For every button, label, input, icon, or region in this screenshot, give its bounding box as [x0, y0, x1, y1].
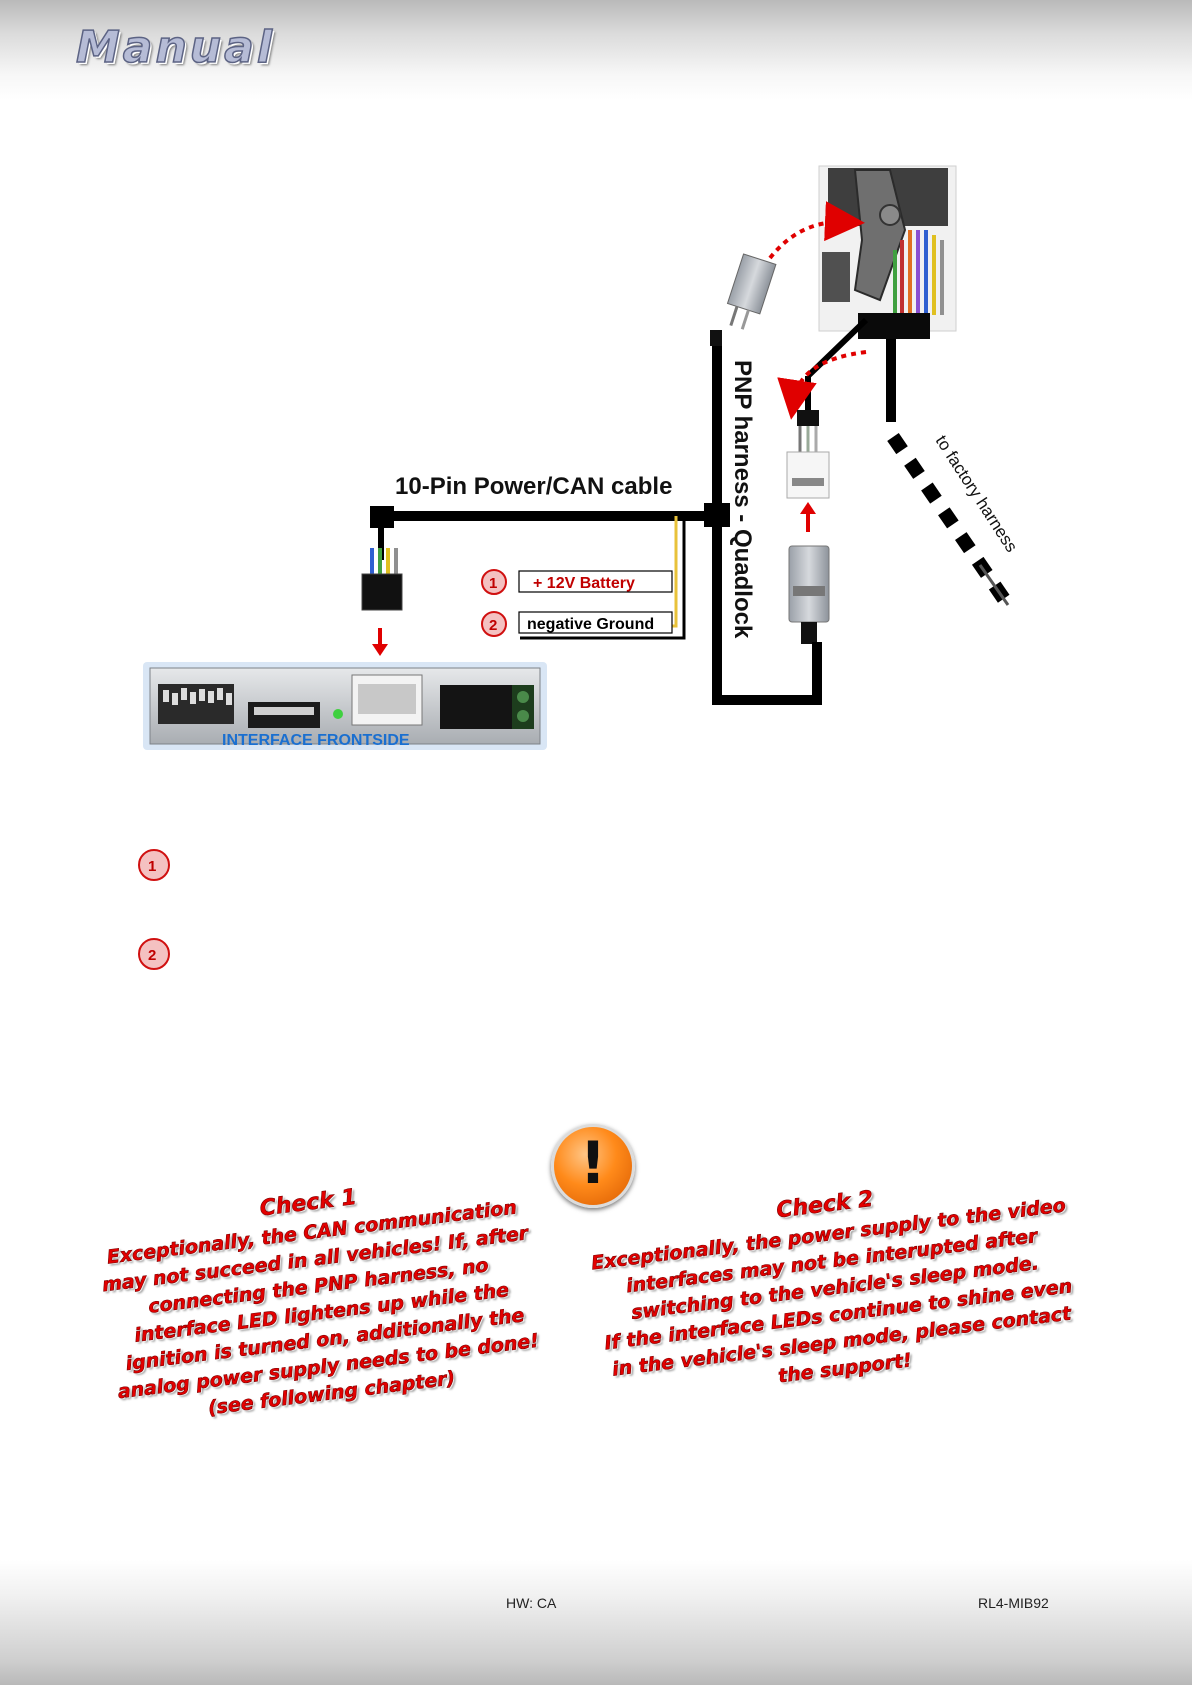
svg-text:2: 2 — [489, 617, 497, 634]
list-badge-2: 2 — [138, 938, 170, 970]
interface-frontside: INTERFACE FRONTSIDE — [143, 662, 547, 750]
footer-model: RL4-MIB92 — [978, 1595, 1049, 1611]
factory-harness-label: to factory harness — [932, 432, 1022, 556]
exclamation-icon: ! — [551, 1124, 635, 1208]
list-badge-1: 1 — [138, 849, 170, 881]
manual-logo: Manual — [75, 21, 275, 74]
cable-label: 10-Pin Power/CAN cable — [395, 473, 672, 500]
footer-hw: HW: CA — [506, 1595, 557, 1611]
footer-band — [0, 1560, 1192, 1685]
quadlock-connector — [818, 165, 957, 339]
svg-text:2: 2 — [148, 947, 156, 964]
header-band — [0, 0, 1192, 100]
svg-text:1: 1 — [489, 575, 497, 592]
diagram-badge-1: 1 + 12V Battery — [481, 569, 673, 595]
pnp-small-connector — [726, 253, 777, 330]
battery-label: + 12V Battery — [533, 575, 635, 592]
harness-label: PNP harness - Quadlock — [729, 360, 756, 639]
diagram-badge-2: 2 negative Ground — [481, 611, 673, 637]
ground-label: negative Ground — [527, 616, 654, 633]
svg-text:1: 1 — [148, 858, 156, 875]
interface-label: INTERFACE FRONTSIDE — [222, 732, 410, 749]
